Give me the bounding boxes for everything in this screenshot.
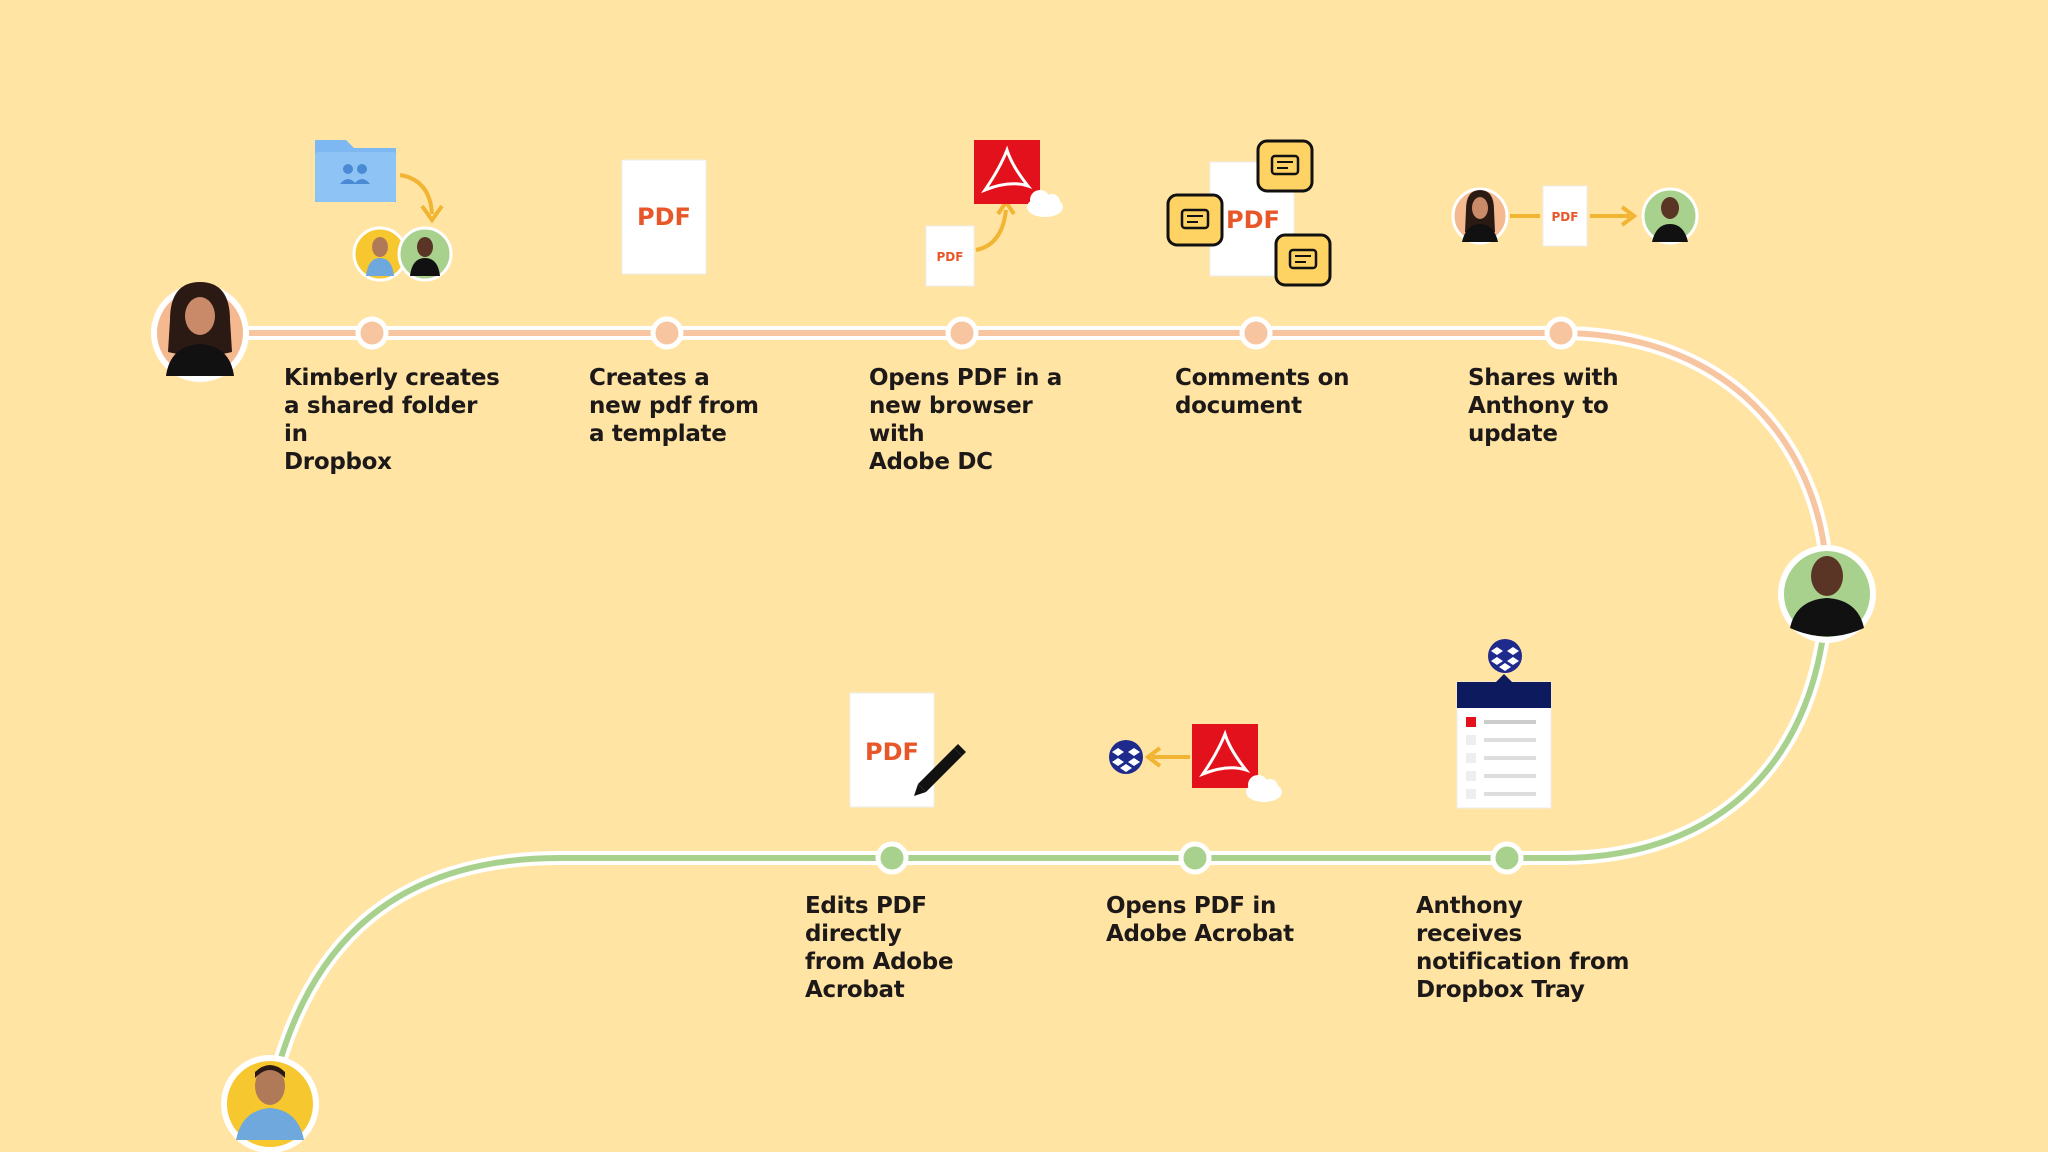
pdf-comments-icon: PDF: [1168, 141, 1330, 285]
shared-folder-icon: [315, 140, 451, 280]
step-label-notification: Anthony receives notification from Dropb…: [1416, 892, 1636, 1004]
step-label-create-folder: Kimberly creates a shared folder in Drop…: [284, 364, 504, 476]
comment-bubble-icon: [1258, 141, 1312, 191]
step-dot: [1547, 319, 1575, 347]
avatar-end: [224, 1058, 316, 1150]
avatar-anthony: [1781, 548, 1873, 640]
step-label-comments: Comments on document: [1175, 364, 1395, 420]
pdf-icon-text: PDF: [865, 738, 919, 766]
step-dot: [948, 319, 976, 347]
comment-bubble-icon: [1276, 235, 1330, 285]
pdf-edit-icon: PDF: [850, 693, 966, 807]
step-label-edit-pdf: Edits PDF directly from Adobe Acrobat: [805, 892, 1025, 1004]
step-dot: [653, 319, 681, 347]
pdf-icon-text: PDF: [937, 250, 964, 264]
comment-bubble-icon: [1168, 195, 1222, 245]
step-label-create-pdf: Creates a new pdf from a template: [589, 364, 809, 448]
timeline-bottom-track: [270, 594, 1827, 1100]
avatar-kimberly: [154, 282, 246, 379]
step-dot: [358, 319, 386, 347]
step-dot: [1493, 844, 1521, 872]
dropbox-tray-icon: [1457, 639, 1551, 808]
pdf-icon-text: PDF: [1552, 210, 1579, 224]
share-pdf-icon: PDF: [1453, 186, 1697, 246]
step-dot: [1181, 844, 1209, 872]
pdf-doc-text: PDF: [637, 203, 691, 231]
step-label-share: Shares with Anthony to update: [1468, 364, 1688, 448]
pdf-document-icon: PDF: [622, 160, 706, 274]
step-dot: [878, 844, 906, 872]
acrobat-cloud-icon: PDF: [926, 140, 1063, 286]
step-label-open-browser: Opens PDF in a new browser with Adobe DC: [869, 364, 1089, 476]
pdf-icon-text: PDF: [1226, 206, 1280, 234]
dropbox-acrobat-icon: [1109, 724, 1282, 802]
step-label-open-acrobat: Opens PDF in Adobe Acrobat: [1106, 892, 1326, 948]
step-dot: [1242, 319, 1270, 347]
